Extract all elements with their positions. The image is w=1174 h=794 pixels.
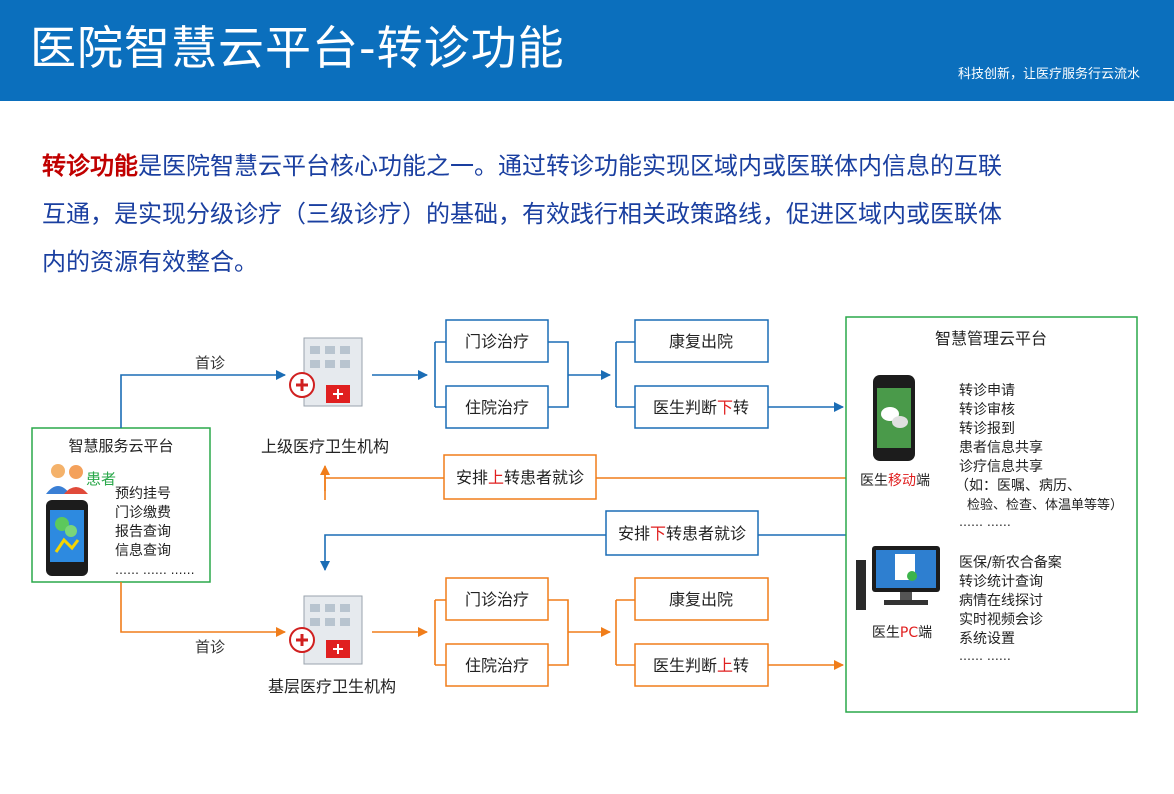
- first-visit-label-upper: 首诊: [195, 354, 225, 372]
- header-banner: 医院智慧云平台-转诊功能 科技创新，让医疗服务行云流水: [0, 0, 1174, 101]
- mobile-feature: 转诊报到: [959, 421, 1015, 437]
- lower-judge-label: 医生判断上转: [653, 656, 749, 675]
- upper-inpatient-box: [445, 385, 549, 429]
- patient-label: 患者: [86, 470, 116, 488]
- pc-feature: 医保/新农合备案: [959, 554, 1062, 571]
- slogan: 科技创新，让医疗服务行云流水: [957, 67, 1140, 82]
- service-feature: 门诊缴费: [115, 505, 171, 521]
- lower-judge-box: [634, 643, 769, 687]
- mobile-feature: （如：医嘱、病历、: [955, 478, 1081, 494]
- upper-outpatient-box: [445, 319, 549, 363]
- upper-hospital-name: 上级医疗卫生机构: [261, 437, 389, 456]
- upper-rehab-box: [634, 319, 769, 363]
- arrange-down-arrow: [320, 534, 846, 571]
- mobile-feature: 检验、检查、体温单等等）: [967, 497, 1123, 513]
- intro-line-3: 内的资源有效整合。: [42, 248, 258, 276]
- service-feature: …… …… ……: [115, 563, 195, 577]
- service-feature: 报告查询: [115, 524, 171, 540]
- intro-paragraph: 转诊功能是医院智慧云平台核心功能之一。通过转诊功能实现区域内或医联体内信息的互联…: [42, 142, 1102, 286]
- lower-inpatient-label: 住院治疗: [465, 656, 529, 675]
- pc-feature: 病情在线探讨: [959, 593, 1043, 609]
- upper-hospital-icon: [289, 337, 363, 407]
- service-platform-title: 智慧服务云平台: [68, 437, 173, 455]
- smartphone-icon: [46, 500, 88, 576]
- pc-feature: 实时视频会诊: [959, 612, 1043, 628]
- lower-rehab-label: 康复出院: [669, 590, 733, 609]
- mobile-feature: 诊疗信息共享: [959, 458, 1043, 475]
- pc-feature: …… ……: [959, 649, 1011, 663]
- intro-highlight: 转诊功能: [42, 152, 138, 180]
- upper-inpatient-label: 住院治疗: [465, 398, 529, 417]
- arrange-down-box: [605, 510, 759, 556]
- referral-diagram: 智慧服务云平台 患者 预约挂号 门诊缴费 报告查询 信息查询 …… …… …… …: [31, 316, 1138, 713]
- arrange-up-box: [443, 454, 597, 500]
- intro-line-2: 互通，是实现分级诊疗（三级诊疗）的基础，有效践行相关政策路线，促进区域内或医联体: [42, 200, 1002, 228]
- service-platform-box: 智慧服务云平台 患者 预约挂号 门诊缴费 报告查询 信息查询 …… …… ……: [31, 427, 211, 583]
- pc-feature: 系统设置: [959, 631, 1015, 647]
- mobile-feature: 转诊申请: [959, 383, 1015, 399]
- service-feature: 预约挂号: [115, 486, 171, 502]
- mobile-feature: 患者信息共享: [959, 439, 1043, 456]
- page-title: 医院智慧云平台-转诊功能: [30, 21, 565, 75]
- first-visit-label-lower: 首诊: [195, 638, 225, 656]
- upper-rehab-label: 康复出院: [669, 332, 733, 351]
- management-platform-title: 智慧管理云平台: [935, 329, 1047, 348]
- mobile-label: 医生移动端: [860, 473, 930, 489]
- upper-judge-label: 医生判断下转: [653, 398, 749, 417]
- lower-outpatient-label: 门诊治疗: [465, 590, 529, 609]
- lower-hospital-icon: [289, 595, 363, 665]
- mobile-feature: …… ……: [959, 515, 1011, 529]
- pc-feature: 转诊统计查询: [959, 574, 1043, 590]
- lower-outpatient-box: [445, 577, 549, 621]
- patient-icon: [46, 464, 88, 494]
- mobile-phone-icon: [873, 375, 915, 461]
- arrange-up-label: 安排上转患者就诊: [456, 468, 584, 487]
- pc-label: 医生PC端: [872, 625, 932, 641]
- mobile-feature: 转诊审核: [959, 402, 1015, 418]
- arrange-down-label: 安排下转患者就诊: [618, 524, 746, 543]
- desktop-pc-icon: [856, 546, 940, 610]
- management-platform-box: 智慧管理云平台 医生移动端 转诊申请 转诊审核 转诊报到 患者信息共享 诊疗信息…: [845, 316, 1138, 713]
- first-visit-arrow-lower: [120, 582, 286, 637]
- intro-line-1: 转诊功能是医院智慧云平台核心功能之一。通过转诊功能实现区域内或医联体内信息的互联: [42, 142, 1102, 190]
- service-feature: 信息查询: [115, 542, 171, 559]
- lower-hospital-name: 基层医疗卫生机构: [268, 677, 396, 696]
- first-visit-arrow-upper: [120, 370, 286, 428]
- lower-rehab-box: [634, 577, 769, 621]
- intro-line-1-text: 是医院智慧云平台核心功能之一。通过转诊功能实现区域内或医联体内信息的互联: [138, 152, 1002, 180]
- upper-outpatient-label: 门诊治疗: [465, 332, 529, 351]
